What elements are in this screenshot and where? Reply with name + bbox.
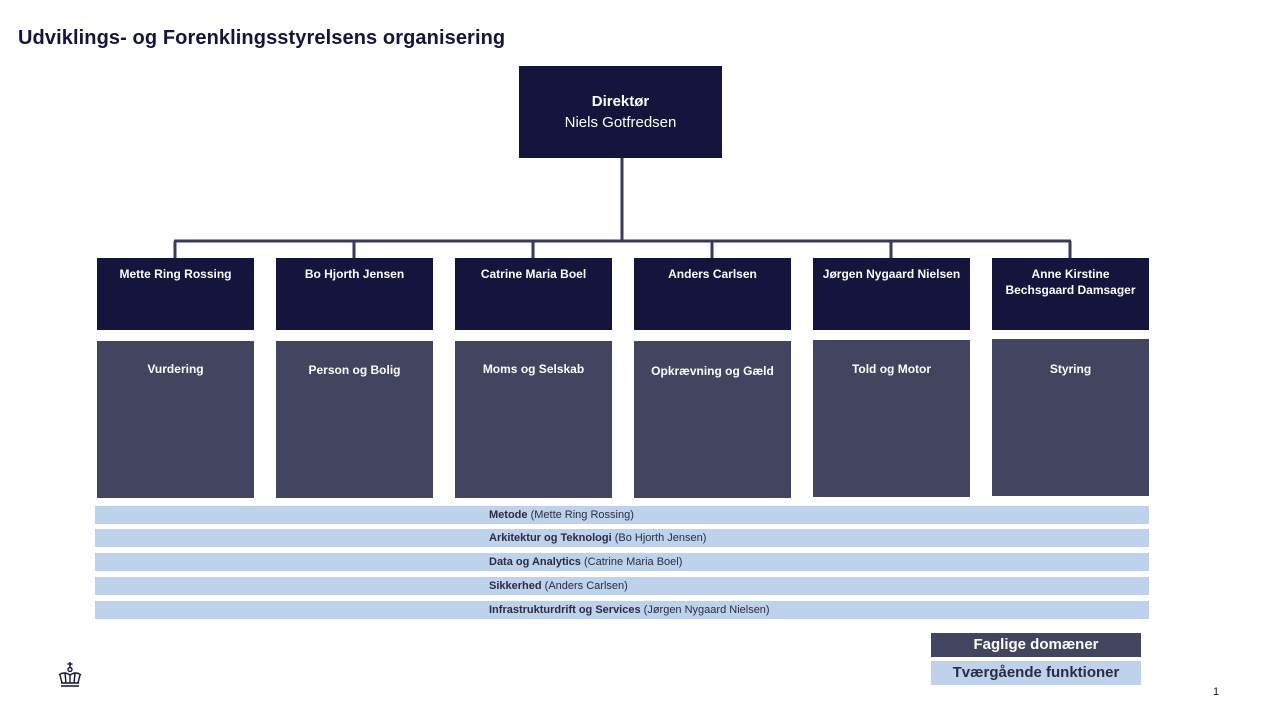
function-owner: (Jørgen Nygaard Nielsen) (643, 604, 770, 616)
cross-function-bar: Metode (Mette Ring Rossing) (95, 506, 1149, 524)
domain-box: Told og Motor (813, 340, 970, 497)
function-name: Infrastrukturdrift og Services (489, 604, 641, 616)
page-title: Udviklings- og Forenklingsstyrelsens org… (18, 27, 506, 49)
cross-function-bar: Data og Analytics (Catrine Maria Boel) (95, 553, 1149, 571)
unit-head: Anders Carlsen (634, 258, 791, 330)
royal-crown-icon (58, 662, 82, 687)
domain-box: Person og Bolig (276, 341, 433, 498)
domain-box: Moms og Selskab (455, 341, 612, 498)
unit-head: Bo Hjorth Jensen (276, 258, 433, 330)
function-name: Sikkerhed (489, 580, 542, 592)
function-owner: (Catrine Maria Boel) (583, 556, 683, 568)
domain-box: Styring (992, 339, 1149, 496)
cross-function-bar: Infrastrukturdrift og Services (Jørgen N… (95, 601, 1149, 619)
unit-head: Anne Kirstine Bechsgaard Damsager (992, 258, 1149, 330)
unit-head: Mette Ring Rossing (97, 258, 254, 330)
cross-function-bar: Sikkerhed (Anders Carlsen) (95, 577, 1149, 595)
function-owner: (Bo Hjorth Jensen) (614, 532, 707, 544)
director-role: Direktør (591, 93, 650, 110)
cross-function-bar: Arkitektur og Teknologi (Bo Hjorth Jense… (95, 529, 1149, 547)
director-name: Niels Gotfredsen (564, 114, 677, 131)
director-box: Direktør Niels Gotfredsen (519, 66, 722, 158)
domain-box: Vurdering (97, 341, 254, 498)
function-name: Metode (489, 509, 528, 521)
unit-head: Catrine Maria Boel (455, 258, 612, 330)
function-name: Data og Analytics (489, 556, 581, 568)
function-name: Arkitektur og Teknologi (489, 532, 612, 544)
domain-box: Opkrævning og Gæld (634, 341, 791, 498)
page-number: 1 (1213, 686, 1220, 698)
function-owner: (Mette Ring Rossing) (530, 509, 634, 521)
function-owner: (Anders Carlsen) (544, 580, 628, 592)
legend-domains: Faglige domæner (931, 633, 1141, 657)
legend-functions: Tværgående funktioner (931, 661, 1141, 685)
unit-head: Jørgen Nygaard Nielsen (813, 258, 970, 330)
